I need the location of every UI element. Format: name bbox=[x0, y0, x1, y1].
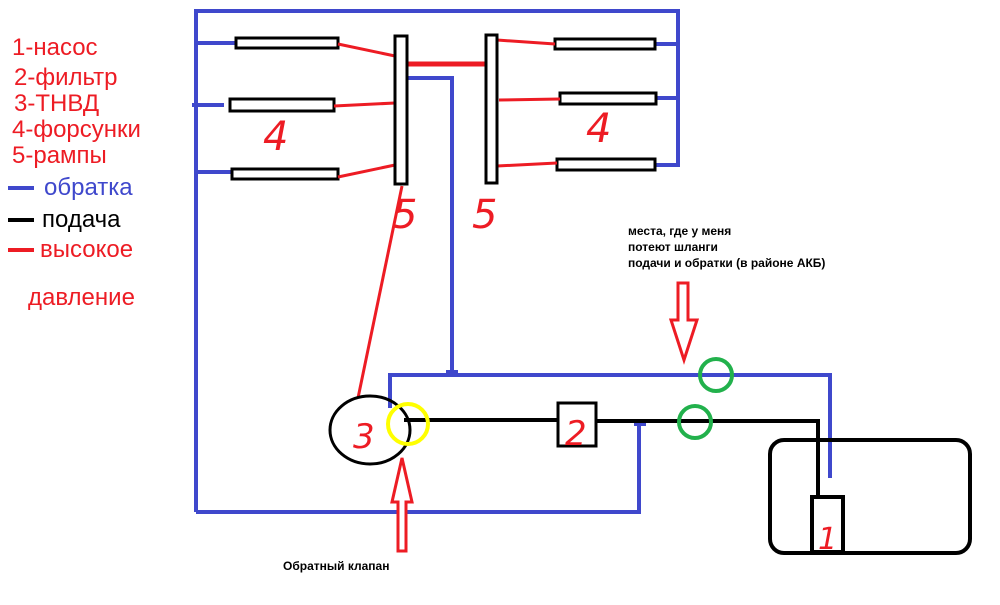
legend-line-return: обратка bbox=[44, 174, 133, 201]
legend-item-pump: 1-насос bbox=[12, 34, 98, 61]
label-injection-pump: 3 bbox=[353, 417, 375, 457]
fuel-tank bbox=[768, 438, 972, 555]
legend-continuation: давление bbox=[28, 284, 135, 311]
leak-note-line-3: подачи и обратки (в районе АКБ) bbox=[628, 256, 825, 270]
check-valve-note: Обратный клапан bbox=[283, 559, 389, 573]
leak-marker-return[interactable] bbox=[698, 357, 734, 393]
leak-marker-supply[interactable] bbox=[677, 404, 713, 440]
filter bbox=[556, 401, 598, 448]
leak-note-line-1: места, где у меня bbox=[628, 224, 731, 238]
legend: 1-насос 2-фильтр 3-ТНВД 4-форсунки 5-рам… bbox=[8, 34, 141, 311]
legend-line-high-pressure: высокое bbox=[40, 236, 133, 263]
hp-line-left-2 bbox=[333, 101, 396, 108]
arrow-down-icon bbox=[668, 281, 700, 365]
arrow-up-icon bbox=[390, 457, 414, 553]
injector bbox=[230, 167, 340, 181]
check-valve-marker[interactable] bbox=[386, 402, 430, 446]
legend-item-injectors: 4-форсунки bbox=[12, 116, 141, 143]
return-line-bottom bbox=[196, 424, 641, 514]
label-rail-left: 5 bbox=[392, 192, 417, 238]
injectors-right bbox=[553, 37, 658, 172]
legend-item-injection-pump: 3-ТНВД bbox=[14, 90, 99, 117]
injector bbox=[555, 157, 657, 172]
hp-line-right-1 bbox=[496, 38, 556, 46]
high-pressure-lines bbox=[333, 38, 561, 399]
injector bbox=[553, 37, 657, 51]
rail-right bbox=[484, 33, 499, 185]
legend-item-rails: 5-рампы bbox=[12, 142, 107, 169]
supply-line-filter-tank bbox=[596, 419, 820, 497]
injection-pump bbox=[328, 394, 412, 466]
hp-line-left-3 bbox=[337, 163, 396, 179]
injector bbox=[228, 97, 336, 113]
hp-line-right-2 bbox=[498, 97, 561, 102]
hp-line-left-1 bbox=[337, 42, 396, 58]
hp-line-right-3 bbox=[496, 161, 558, 168]
return-line-to-tank bbox=[388, 373, 832, 478]
label-pump: 1 bbox=[818, 522, 837, 557]
label-filter: 2 bbox=[565, 414, 587, 454]
label-rail-right: 5 bbox=[472, 192, 497, 238]
fuel-pump bbox=[810, 495, 845, 554]
rail-left bbox=[393, 34, 409, 186]
return-line-top-frame bbox=[194, 9, 680, 512]
label-injectors-right: 4 bbox=[586, 106, 611, 152]
legend-item-filter: 2-фильтр bbox=[14, 64, 117, 91]
return-line-rail bbox=[408, 76, 454, 375]
hp-line-pump-to-rail bbox=[356, 185, 404, 399]
injector bbox=[558, 91, 658, 106]
legend-line-supply: подача bbox=[42, 206, 121, 233]
label-injectors-left: 4 bbox=[263, 114, 288, 160]
leak-note-line-2: потеют шланги bbox=[628, 240, 718, 254]
injector bbox=[234, 36, 340, 50]
